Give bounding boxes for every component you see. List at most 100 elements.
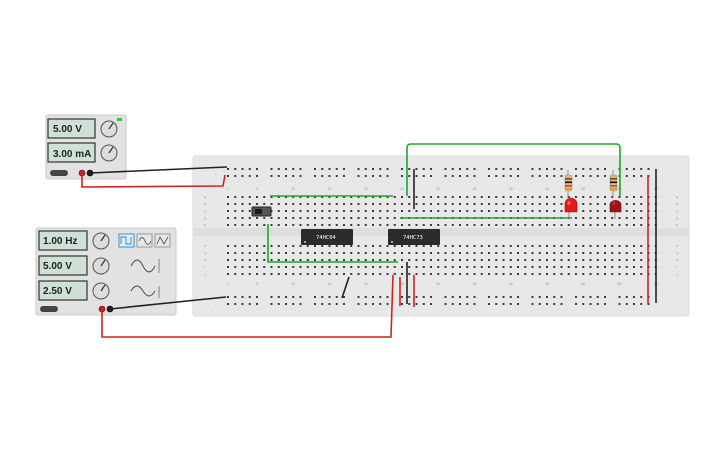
breadboard-hole[interactable] [625, 266, 628, 268]
breadboard-hole[interactable] [611, 217, 614, 219]
power-rail-hole[interactable] [248, 296, 251, 298]
breadboard-hole[interactable] [299, 196, 302, 198]
breadboard-hole[interactable] [401, 273, 403, 275]
breadboard-hole[interactable] [582, 266, 585, 268]
power-rail-hole[interactable] [546, 175, 548, 177]
breadboard-hole[interactable] [437, 224, 440, 226]
breadboard-hole[interactable] [328, 266, 331, 268]
power-rail-hole[interactable] [538, 296, 541, 298]
power-rail-hole[interactable] [430, 175, 432, 177]
breadboard-hole[interactable] [582, 252, 585, 254]
breadboard-hole[interactable] [328, 217, 331, 219]
breadboard-hole[interactable] [582, 259, 585, 261]
power-rail-hole[interactable] [299, 303, 302, 305]
breadboard-hole[interactable] [611, 245, 614, 247]
breadboard-hole[interactable] [430, 245, 432, 247]
breadboard-hole[interactable] [618, 224, 621, 226]
power-rail-hole[interactable] [328, 168, 331, 170]
breadboard-hole[interactable] [386, 266, 389, 268]
power-rail-hole[interactable] [640, 296, 643, 298]
breadboard-hole[interactable] [408, 203, 411, 205]
breadboard-hole[interactable] [393, 259, 396, 261]
breadboard-hole[interactable] [466, 224, 469, 226]
breadboard-hole[interactable] [538, 196, 541, 198]
breadboard-hole[interactable] [604, 224, 606, 226]
breadboard-hole[interactable] [285, 245, 287, 247]
breadboard-hole[interactable] [531, 252, 534, 254]
breadboard-hole[interactable] [241, 252, 244, 254]
power-rail-hole[interactable] [328, 296, 331, 298]
breadboard-hole[interactable] [357, 273, 360, 275]
power-rail-hole[interactable] [379, 168, 382, 170]
breadboard-hole[interactable] [241, 266, 244, 268]
breadboard-hole[interactable] [488, 196, 490, 198]
power-rail-hole[interactable] [538, 303, 541, 305]
power-rail-hole[interactable] [538, 175, 541, 177]
breadboard-hole[interactable] [430, 203, 432, 205]
breadboard-hole[interactable] [430, 196, 432, 198]
breadboard-hole[interactable] [640, 259, 643, 261]
breadboard-hole[interactable] [328, 245, 331, 247]
power-rail-hole[interactable] [335, 296, 338, 298]
breadboard-hole[interactable] [241, 259, 244, 261]
power-rail-hole[interactable] [502, 303, 505, 305]
breadboard-hole[interactable] [292, 210, 295, 212]
breadboard-hole[interactable] [270, 196, 273, 198]
power-rail-hole[interactable] [517, 175, 519, 177]
power-rail-hole[interactable] [560, 303, 563, 305]
breadboard-hole[interactable] [241, 273, 244, 275]
breadboard-hole[interactable] [270, 245, 273, 247]
breadboard-hole[interactable] [314, 245, 316, 247]
breadboard-hole[interactable] [575, 252, 577, 254]
breadboard-hole[interactable] [502, 224, 505, 226]
power-rail-hole[interactable] [640, 168, 643, 170]
breadboard-hole[interactable] [299, 203, 302, 205]
breadboard-hole[interactable] [314, 196, 316, 198]
breadboard-hole[interactable] [263, 217, 266, 219]
breadboard-hole[interactable] [285, 217, 287, 219]
breadboard-hole[interactable] [415, 259, 418, 261]
breadboard-hole[interactable] [277, 273, 280, 275]
breadboard-hole[interactable] [430, 252, 432, 254]
power-rail-hole[interactable] [546, 296, 548, 298]
power-rail-hole[interactable] [640, 175, 643, 177]
breadboard-hole[interactable] [393, 224, 396, 226]
power-rail-hole[interactable] [495, 296, 498, 298]
power-rail-hole[interactable] [488, 303, 490, 305]
breadboard-hole[interactable] [241, 245, 244, 247]
breadboard-hole[interactable] [596, 203, 599, 205]
breadboard-hole[interactable] [292, 196, 295, 198]
power-rail-hole[interactable] [379, 296, 382, 298]
breadboard-hole[interactable] [248, 210, 251, 212]
power-rail-hole[interactable] [364, 296, 367, 298]
breadboard-hole[interactable] [299, 266, 302, 268]
power-rail-hole[interactable] [292, 303, 295, 305]
breadboard-hole[interactable] [596, 210, 599, 212]
power-rail-hole[interactable] [335, 175, 338, 177]
breadboard-hole[interactable] [495, 252, 498, 254]
wire-red-generator[interactable] [101, 274, 394, 338]
breadboard-hole[interactable] [531, 259, 534, 261]
breadboard-hole[interactable] [553, 203, 556, 205]
breadboard-hole[interactable] [575, 196, 577, 198]
breadboard-hole[interactable] [422, 203, 425, 205]
power-rail-hole[interactable] [321, 168, 324, 170]
breadboard-hole[interactable] [379, 217, 382, 219]
power-rail-hole[interactable] [364, 303, 367, 305]
breadboard-hole[interactable] [270, 252, 273, 254]
breadboard-hole[interactable] [517, 245, 519, 247]
breadboard-hole[interactable] [364, 259, 367, 261]
power-rail-hole[interactable] [538, 168, 541, 170]
power-rail-hole[interactable] [625, 296, 628, 298]
breadboard-hole[interactable] [357, 259, 360, 261]
power-rail-hole[interactable] [633, 168, 635, 170]
breadboard-hole[interactable] [422, 273, 425, 275]
breadboard-hole[interactable] [589, 217, 592, 219]
breadboard-hole[interactable] [335, 273, 338, 275]
power-rail-hole[interactable] [451, 303, 454, 305]
breadboard-hole[interactable] [495, 210, 498, 212]
power-rail-hole[interactable] [647, 168, 650, 170]
breadboard-hole[interactable] [560, 196, 563, 198]
power-rail-hole[interactable] [531, 175, 534, 177]
breadboard-hole[interactable] [357, 203, 360, 205]
